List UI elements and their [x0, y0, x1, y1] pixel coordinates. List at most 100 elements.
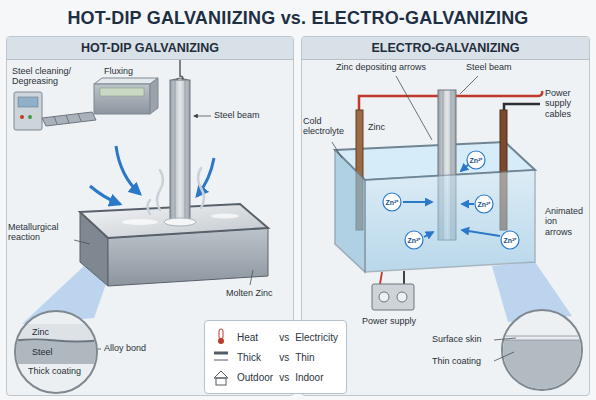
ion-label: Zn²⁺ — [478, 201, 491, 208]
steam — [157, 170, 163, 210]
ion-arrow — [461, 165, 468, 171]
zinc-layer — [14, 324, 98, 340]
callout-label: Zinc depositing arrows — [336, 62, 426, 72]
callout-label: Zinc — [368, 122, 385, 132]
zinc-ion — [405, 231, 423, 249]
callout-label: Surface skin — [432, 334, 482, 344]
thermometer-icon — [218, 338, 224, 344]
layer-label: Steel — [32, 346, 98, 358]
zinc-ion — [475, 195, 493, 213]
callout-label: Power supply cables — [545, 88, 585, 119]
zinc-ion — [383, 151, 519, 249]
thickness-icon — [214, 352, 228, 355]
ion-label: Zn²⁺ — [504, 237, 517, 244]
ion-label: Zn²⁺ — [470, 157, 483, 164]
steel-beam — [170, 80, 190, 222]
fluxing-unit — [100, 88, 144, 96]
cleaning-machine — [18, 97, 38, 107]
power-supply-unit — [380, 272, 382, 284]
zinc-ion — [383, 193, 401, 211]
diagram-title: HOT-DIP GALVANIIZING vs. ELECTRO-GALVANI… — [6, 7, 590, 29]
fluxing-unit — [94, 78, 158, 114]
ion-arrow — [403, 201, 432, 203]
molten-zinc-tank — [211, 214, 239, 219]
steam — [148, 200, 151, 214]
fluxing-unit — [94, 78, 158, 84]
thickness-icon — [214, 360, 228, 361]
label-anchor: Zinc — [368, 122, 385, 132]
ion-arrow — [462, 230, 500, 236]
alloy-bond-line — [14, 340, 98, 342]
panel-ground — [6, 36, 590, 396]
conveyor — [42, 112, 96, 126]
electrolyte-tank — [365, 170, 535, 272]
power-supply-unit — [379, 292, 389, 302]
comparison-cell: Heat — [237, 332, 273, 343]
comparison-cell: vs — [279, 372, 289, 383]
leader-line — [332, 142, 342, 158]
inset-outline — [14, 310, 98, 394]
ion-arrow — [424, 232, 433, 237]
fluxing-unit — [94, 84, 150, 114]
conveyor — [66, 115, 69, 123]
steel-beam — [175, 80, 176, 222]
cleaning-machine — [28, 115, 32, 119]
comparison-cell: Thick — [237, 352, 273, 363]
callout-label: Alloy bond — [104, 343, 146, 353]
callout-label: Thin coating — [432, 356, 481, 366]
label-anchor: Thick coating — [28, 366, 81, 376]
coating-layers — [14, 324, 98, 364]
blue-arrow — [116, 146, 140, 194]
label-anchor: Power supply — [362, 316, 416, 326]
blue-arrow — [197, 158, 214, 196]
steel-beam — [164, 80, 196, 226]
conveyor — [54, 116, 57, 124]
inset-border — [15, 311, 97, 393]
comparison-cell: Indoor — [295, 372, 338, 383]
leader-line — [494, 338, 516, 361]
label-anchor: Molten Zinc — [226, 288, 273, 298]
fluxing-unit — [150, 78, 158, 114]
label-anchor: Thin coating — [432, 356, 481, 366]
zinc-ion — [467, 151, 485, 169]
comparison-cell: Thin — [295, 352, 338, 363]
power-supply-unit — [372, 271, 414, 310]
steel-beam — [185, 80, 186, 222]
panel-header: ELECTRO-GALVANIZING — [302, 37, 589, 60]
leader-line — [74, 116, 253, 349]
leader-line — [332, 76, 478, 158]
label-anchor: Zn²⁺ — [408, 237, 421, 244]
hoist-hook — [172, 59, 188, 82]
leader-line — [250, 270, 253, 285]
ion-label: Zn²⁺ — [408, 237, 421, 244]
label-anchor: Animated ion arrows — [545, 206, 585, 237]
callout-label: Fluxing — [104, 66, 133, 76]
label-anchor: Zinc depositing arrows — [336, 62, 426, 72]
label-anchor: Zn²⁺ — [478, 201, 491, 208]
label-anchor: Steel cleaning/ Degreasing — [12, 66, 84, 87]
cleaning-machine — [14, 92, 42, 130]
label-anchor: Zn²⁺ — [504, 237, 517, 244]
magnifier-circle: ZincSteel — [14, 310, 98, 394]
house-icon — [216, 378, 226, 385]
callout-label: Molten Zinc — [226, 288, 273, 298]
label-anchor: Zn²⁺ — [386, 199, 399, 206]
thickness-icon — [214, 353, 228, 360]
coating-inset — [500, 336, 586, 394]
callout-label: Metallurgical reaction — [8, 222, 72, 243]
leader-line — [494, 338, 516, 340]
panel-ground — [6, 36, 294, 396]
coating-inset — [500, 310, 586, 394]
conveyor — [42, 112, 96, 126]
comparison-cell: Outdoor — [237, 372, 273, 383]
leader-line — [396, 76, 432, 140]
zinc-ion — [501, 231, 519, 249]
steam — [148, 168, 205, 214]
leader-line — [494, 352, 514, 361]
callout-label: Steel beam — [466, 62, 512, 72]
leader-line — [194, 116, 211, 117]
label-anchor: Surface skin — [432, 334, 482, 344]
steam — [198, 168, 204, 208]
label-anchor: Alloy bond — [104, 343, 146, 353]
